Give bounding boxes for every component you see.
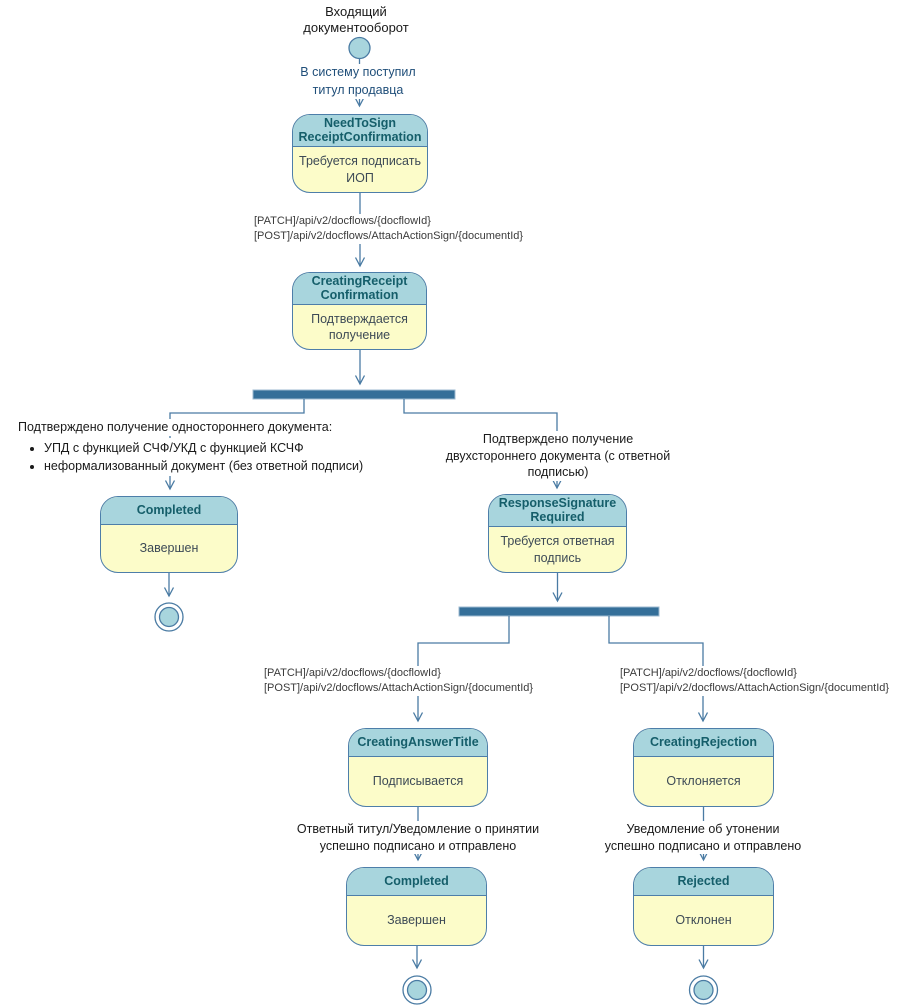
state-description: Подтверждается получение (311, 311, 408, 343)
edge-label-api-rejection: [PATCH]/api/v2/docflows/{docflowId} [POS… (620, 666, 890, 696)
state-name: CreatingReceipt Confirmation (293, 273, 426, 305)
edge-label-branch-right: Подтверждено получение двухстороннего до… (427, 431, 689, 481)
final-node-center (402, 975, 432, 1005)
state-description: Требуется ответная подпись (500, 534, 615, 565)
edge-label-branch-left-heading: Подтверждено получение одностороннего до… (18, 419, 363, 436)
state-name: Rejected (634, 868, 773, 896)
state-name: CreatingAnswerTitle (349, 729, 487, 757)
edge-label-api-sign-receipt: [PATCH]/api/v2/docflows/{docflowId} [POS… (254, 214, 524, 244)
state-creatingrejection: CreatingRejection Отклоняется (633, 728, 774, 807)
final-node-left (154, 602, 184, 632)
start-node (348, 36, 371, 60)
state-description: Завершен (387, 913, 446, 928)
state-name: Completed (101, 497, 237, 525)
state-completed-right: Completed Завершен (346, 867, 487, 946)
state-creatinganswertitle: CreatingAnswerTitle Подписывается (348, 728, 488, 807)
branch-left-bullet-list: УПД с функцией СЧФ/УКД с функцией КСЧФ н… (26, 438, 389, 476)
edge-label-answer-sent: Ответный титул/Уведомление о принятии ус… (288, 821, 548, 854)
fork-bar-1 (252, 389, 456, 400)
edge-label-start-trigger: В систему поступил титул продавца (248, 64, 468, 99)
state-description: Завершен (139, 541, 199, 556)
final-node-right (688, 975, 719, 1005)
state-name: CreatingRejection (634, 729, 773, 757)
state-description: Отклоняется (666, 774, 741, 789)
state-completed-left: Completed Завершен (100, 496, 238, 573)
edge-label-rejection-sent: Уведомление об утонении успешно подписан… (573, 821, 833, 854)
state-creatingreceipt-confirmation: CreatingReceipt Confirmation Подтверждае… (292, 272, 427, 350)
state-responsesignature-required: ResponseSignature Required Требуется отв… (488, 494, 627, 573)
state-needtosign-receiptconfirmation: NeedToSign ReceiptConfirmation Требуется… (292, 114, 428, 193)
state-description: Подписывается (372, 774, 464, 789)
state-rejected: Rejected Отклонен (633, 867, 774, 946)
state-name: ResponseSignature Required (489, 495, 626, 527)
edge-label-api-answer-title: [PATCH]/api/v2/docflows/{docflowId} [POS… (264, 666, 534, 696)
fork-bar-2 (458, 606, 660, 617)
bullet-item: неформализованный документ (без ответной… (44, 458, 389, 474)
state-description: Отклонен (675, 913, 732, 928)
state-description: Требуется подписать ИОП (299, 154, 421, 185)
bullet-item: УПД с функцией СЧФ/УКД с функцией КСЧФ (44, 440, 389, 456)
diagram-title: Входящий документооборот (303, 4, 409, 35)
state-name: NeedToSign ReceiptConfirmation (293, 115, 427, 147)
state-name: Completed (347, 868, 486, 896)
